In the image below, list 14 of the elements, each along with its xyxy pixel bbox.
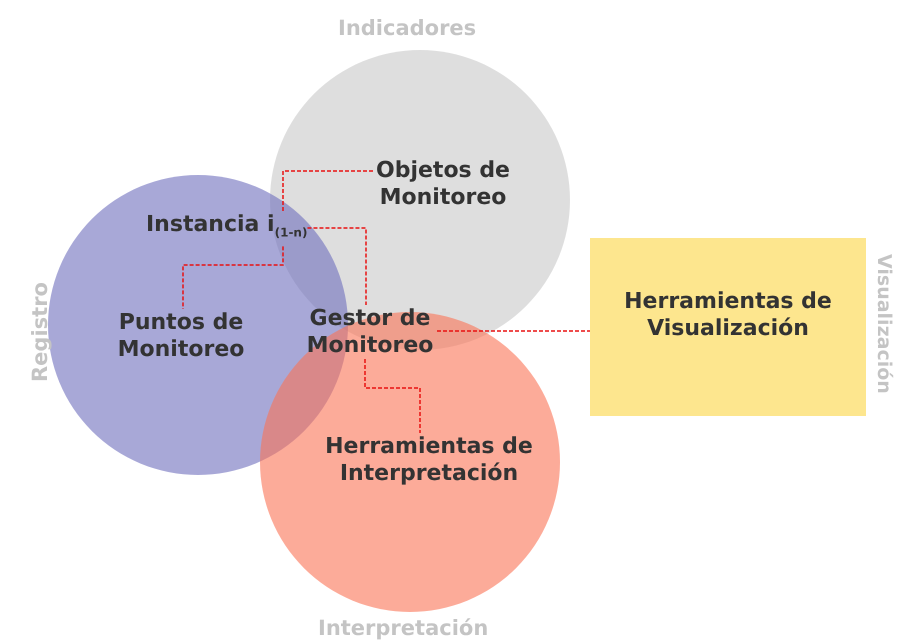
connector-line bbox=[364, 359, 421, 433]
node-label: Gestor de Monitoreo bbox=[303, 305, 437, 359]
connector-line bbox=[282, 170, 375, 211]
circle-heading: Indicadores bbox=[338, 16, 476, 40]
circle-heading: Visualización bbox=[873, 254, 895, 394]
circle-heading: Registro bbox=[28, 282, 52, 382]
node-label: Objetos de Monitoreo bbox=[375, 157, 511, 211]
node-label: Puntos de Monitoreo bbox=[114, 309, 248, 363]
circle-heading: Interpretación bbox=[318, 616, 488, 640]
node-label: Instancia i$_{(1-n)}$ bbox=[146, 211, 308, 246]
box-text: Herramientas de Visualización bbox=[623, 288, 833, 342]
connector-line bbox=[182, 246, 284, 309]
node-label: Herramientas de Interpretación bbox=[324, 433, 534, 487]
connector-line bbox=[437, 330, 591, 332]
